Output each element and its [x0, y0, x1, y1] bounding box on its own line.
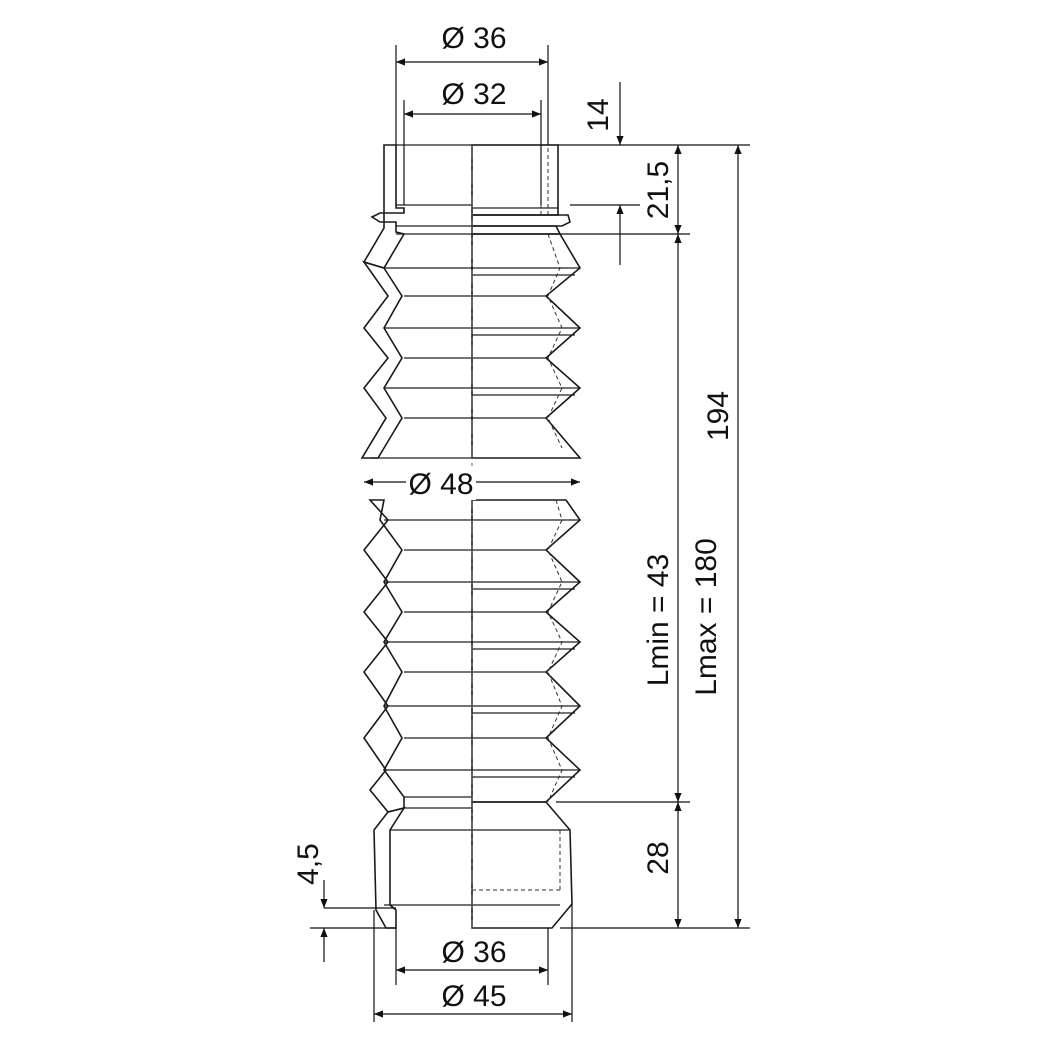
- dim-bottom-inner-diameter: Ø 36: [441, 936, 506, 969]
- dim-bellows-diameter-bg: [406, 466, 476, 500]
- hidden-lines: [472, 148, 563, 891]
- dim-overall-length: 194: [702, 391, 735, 441]
- dimension-lines: [310, 45, 750, 1022]
- section-half: [360, 144, 472, 929]
- dim-top-inner-diameter: Ø 32: [441, 78, 506, 111]
- dim-bottom-outer-diameter: Ø 45: [441, 980, 506, 1013]
- dim-lmin: Lmin = 43: [642, 554, 675, 687]
- dim-lmax: Lmax = 180: [690, 538, 723, 696]
- dim-top-outer-diameter: Ø 36: [441, 22, 506, 55]
- fold-lines: [472, 207, 580, 906]
- dim-top-offset: 14: [582, 98, 615, 131]
- dim-collar-height: 21,5: [642, 161, 675, 219]
- exterior-half: [471, 144, 582, 929]
- dim-bellows-diameter: Ø 48: [408, 468, 473, 501]
- dim-bottom-lip: 4,5: [292, 843, 325, 885]
- dim-bottom-collar-height: 28: [642, 841, 675, 874]
